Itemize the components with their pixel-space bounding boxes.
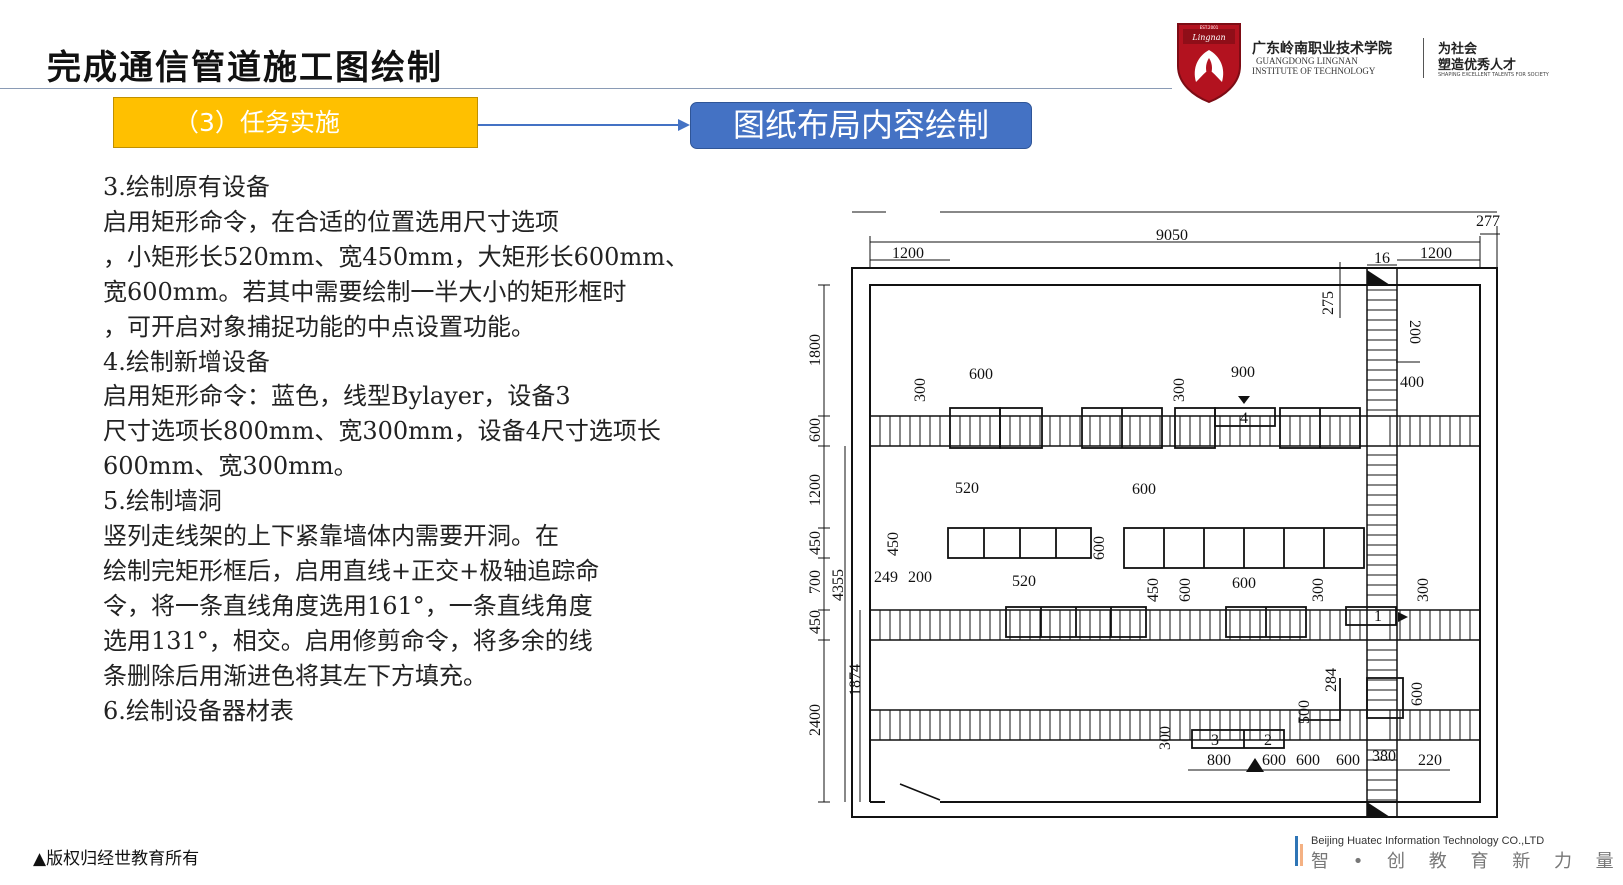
- dim-label: 600: [1132, 481, 1156, 498]
- slogan-line-1: 为社会: [1438, 42, 1478, 57]
- text-line: 条删除后用渐进色将其左下方填充。: [103, 661, 487, 690]
- phoenix-shield-icon: EST.2001 Lingnan: [1177, 23, 1241, 104]
- text-line: 4.绘制新增设备: [103, 347, 270, 376]
- instruction-text: 3.绘制原有设备 启用矩形命令，在合适的位置选用尺寸选项 ，小矩形长520mm、…: [103, 170, 703, 729]
- dim-label: 600: [1262, 752, 1286, 769]
- dim-label: 400: [1400, 374, 1424, 391]
- text-line: ，可开启对象捕捉功能的中点设置功能。: [103, 312, 535, 341]
- dim-label: 600: [1336, 752, 1360, 769]
- company-name-en: Beijing Huatec Information Technology CO…: [1311, 835, 1545, 847]
- layout-drawing-button[interactable]: 图纸布局内容绘制: [690, 102, 1032, 149]
- dim-label: 9050: [1156, 227, 1188, 244]
- school-name-en-2: INSTITUTE OF TECHNOLOGY: [1252, 66, 1376, 76]
- copyright-notice: ▲版权归经世教育所有: [33, 849, 200, 869]
- logo-bar-icon: [1300, 844, 1303, 866]
- dim-label: 200: [908, 569, 932, 586]
- cable-tray-3: [870, 709, 1480, 741]
- dim-label: 277: [1476, 213, 1500, 230]
- dim-label: 800: [1207, 752, 1231, 769]
- dim-label: 450: [1145, 578, 1162, 602]
- dim-label: 1800: [807, 334, 824, 366]
- text-line: 竖列走线架的上下紧靠墙体内需要开洞。在: [103, 522, 559, 551]
- dim-label: 600: [1409, 682, 1426, 706]
- dim-label: 520: [1012, 573, 1036, 590]
- dim-label: 450: [885, 532, 902, 556]
- dim-label: 1200: [892, 245, 924, 262]
- dim-label: 1874: [847, 664, 864, 696]
- school-logo-block: EST.2001 Lingnan 广东岭南职业技术学院 GUANGDONG LI…: [1172, 20, 1552, 105]
- text-line: 5.绘制墙洞: [103, 487, 222, 516]
- dim-label: 3: [1211, 732, 1219, 749]
- equipment-row-1: [949, 407, 1361, 449]
- page-title: 完成通信管道施工图绘制: [47, 48, 443, 88]
- cable-tray-floor-plan: 9050 277 1200 16 1200 275 200 400 900 60…: [807, 211, 1500, 818]
- wall-inner: [869, 284, 1481, 803]
- text-line: 尺寸选项长800mm、宽300mm，设备4尺寸选项长: [103, 417, 661, 446]
- text-line: 启用矩形命令：蓝色，线型Bylayer，设备3: [103, 382, 571, 411]
- dim-label: 300: [912, 378, 929, 402]
- text-line: 令，将一条直线角度选用161°，一条直线角度: [103, 591, 593, 620]
- dim-label: 1: [1374, 608, 1382, 625]
- header-rule: [0, 88, 1172, 89]
- dim-label: 2: [1264, 732, 1272, 749]
- slogan-line-2: 塑造优秀人才: [1438, 58, 1517, 73]
- dim-label: 600: [1296, 752, 1320, 769]
- dim-label: 520: [955, 480, 979, 497]
- dim-label: 600: [969, 366, 993, 383]
- logo-divider: [1423, 38, 1424, 78]
- cable-tray-2: [870, 609, 1480, 641]
- dim-label: 300: [1310, 578, 1327, 602]
- huatec-logo: Beijing Huatec Information Technology CO…: [1295, 832, 1614, 872]
- dim-label: 450: [807, 610, 824, 634]
- dim-label: 300: [1171, 378, 1188, 402]
- vertical-cable-tray: [1366, 268, 1398, 817]
- dim-label: 4: [1240, 410, 1248, 427]
- dim-label: 1200: [1420, 245, 1452, 262]
- dim-label: 16: [1374, 250, 1390, 267]
- school-name-en-1: GUANGDONG LINGNAN: [1256, 56, 1358, 66]
- equipment-row-3: [1005, 606, 1397, 638]
- text-line: 绘制完矩形框后，启用直线+正交+极轴追踪命: [103, 556, 600, 585]
- text-line: 选用131°，相交。启用修剪命令，将多余的线: [103, 626, 593, 655]
- text-line: 宽600mm。若其中需要绘制一半大小的矩形框时: [103, 277, 627, 306]
- slogan-en: SHAPING EXCELLENT TALENTS FOR SOCIETY: [1438, 72, 1549, 78]
- logo-year: EST.2001: [1200, 25, 1219, 30]
- dim-label: 284: [1323, 668, 1340, 692]
- dim-label: 500: [1296, 700, 1313, 724]
- equipment-row-2: [947, 527, 1365, 569]
- dim-label: 200: [1406, 320, 1423, 344]
- dim-label: 600: [1232, 575, 1256, 592]
- dim-label: 220: [1418, 752, 1442, 769]
- company-slogan-cn: 智 • 创 教 育 新 力 量: [1311, 851, 1623, 872]
- dim-label: 300: [1157, 726, 1174, 750]
- dim-label: 600: [807, 418, 824, 442]
- dimension-lines: [818, 211, 1500, 803]
- wall-outer: [851, 267, 1498, 818]
- dim-label: 2400: [807, 704, 824, 736]
- dim-label: 1200: [807, 474, 824, 506]
- dim-label: 249: [874, 569, 898, 586]
- text-line: ，小矩形长520mm、宽450mm，大矩形长600mm、: [103, 242, 689, 271]
- logo-bar-icon: [1295, 836, 1298, 866]
- dimension-labels: 9050 277 1200 16 1200 275 200 400 900 60…: [807, 213, 1500, 772]
- school-name-cn: 广东岭南职业技术学院: [1252, 41, 1392, 57]
- dim-label: 275: [1320, 291, 1337, 315]
- text-line: 6.绘制设备器材表: [103, 696, 294, 725]
- task-label: （3）任务实施: [113, 97, 478, 148]
- dim-label: 600: [1091, 536, 1108, 560]
- dim-label: 600: [1177, 578, 1194, 602]
- equipment-row-4: [1191, 677, 1404, 749]
- dim-label: 4355: [830, 569, 847, 601]
- text-line: 启用矩形命令，在合适的位置选用尺寸选项: [103, 207, 559, 236]
- dim-label: 900: [1231, 364, 1255, 381]
- logo-text: Lingnan: [1191, 33, 1225, 42]
- arrow-right-icon: [478, 119, 690, 131]
- dim-label: 700: [807, 570, 824, 594]
- dim-label: 300: [1415, 578, 1432, 602]
- dim-label: 380: [1372, 748, 1396, 765]
- text-line: 600mm、宽300mm。: [103, 452, 358, 481]
- text-line: 3.绘制原有设备: [103, 173, 270, 201]
- dim-label: 450: [807, 531, 824, 555]
